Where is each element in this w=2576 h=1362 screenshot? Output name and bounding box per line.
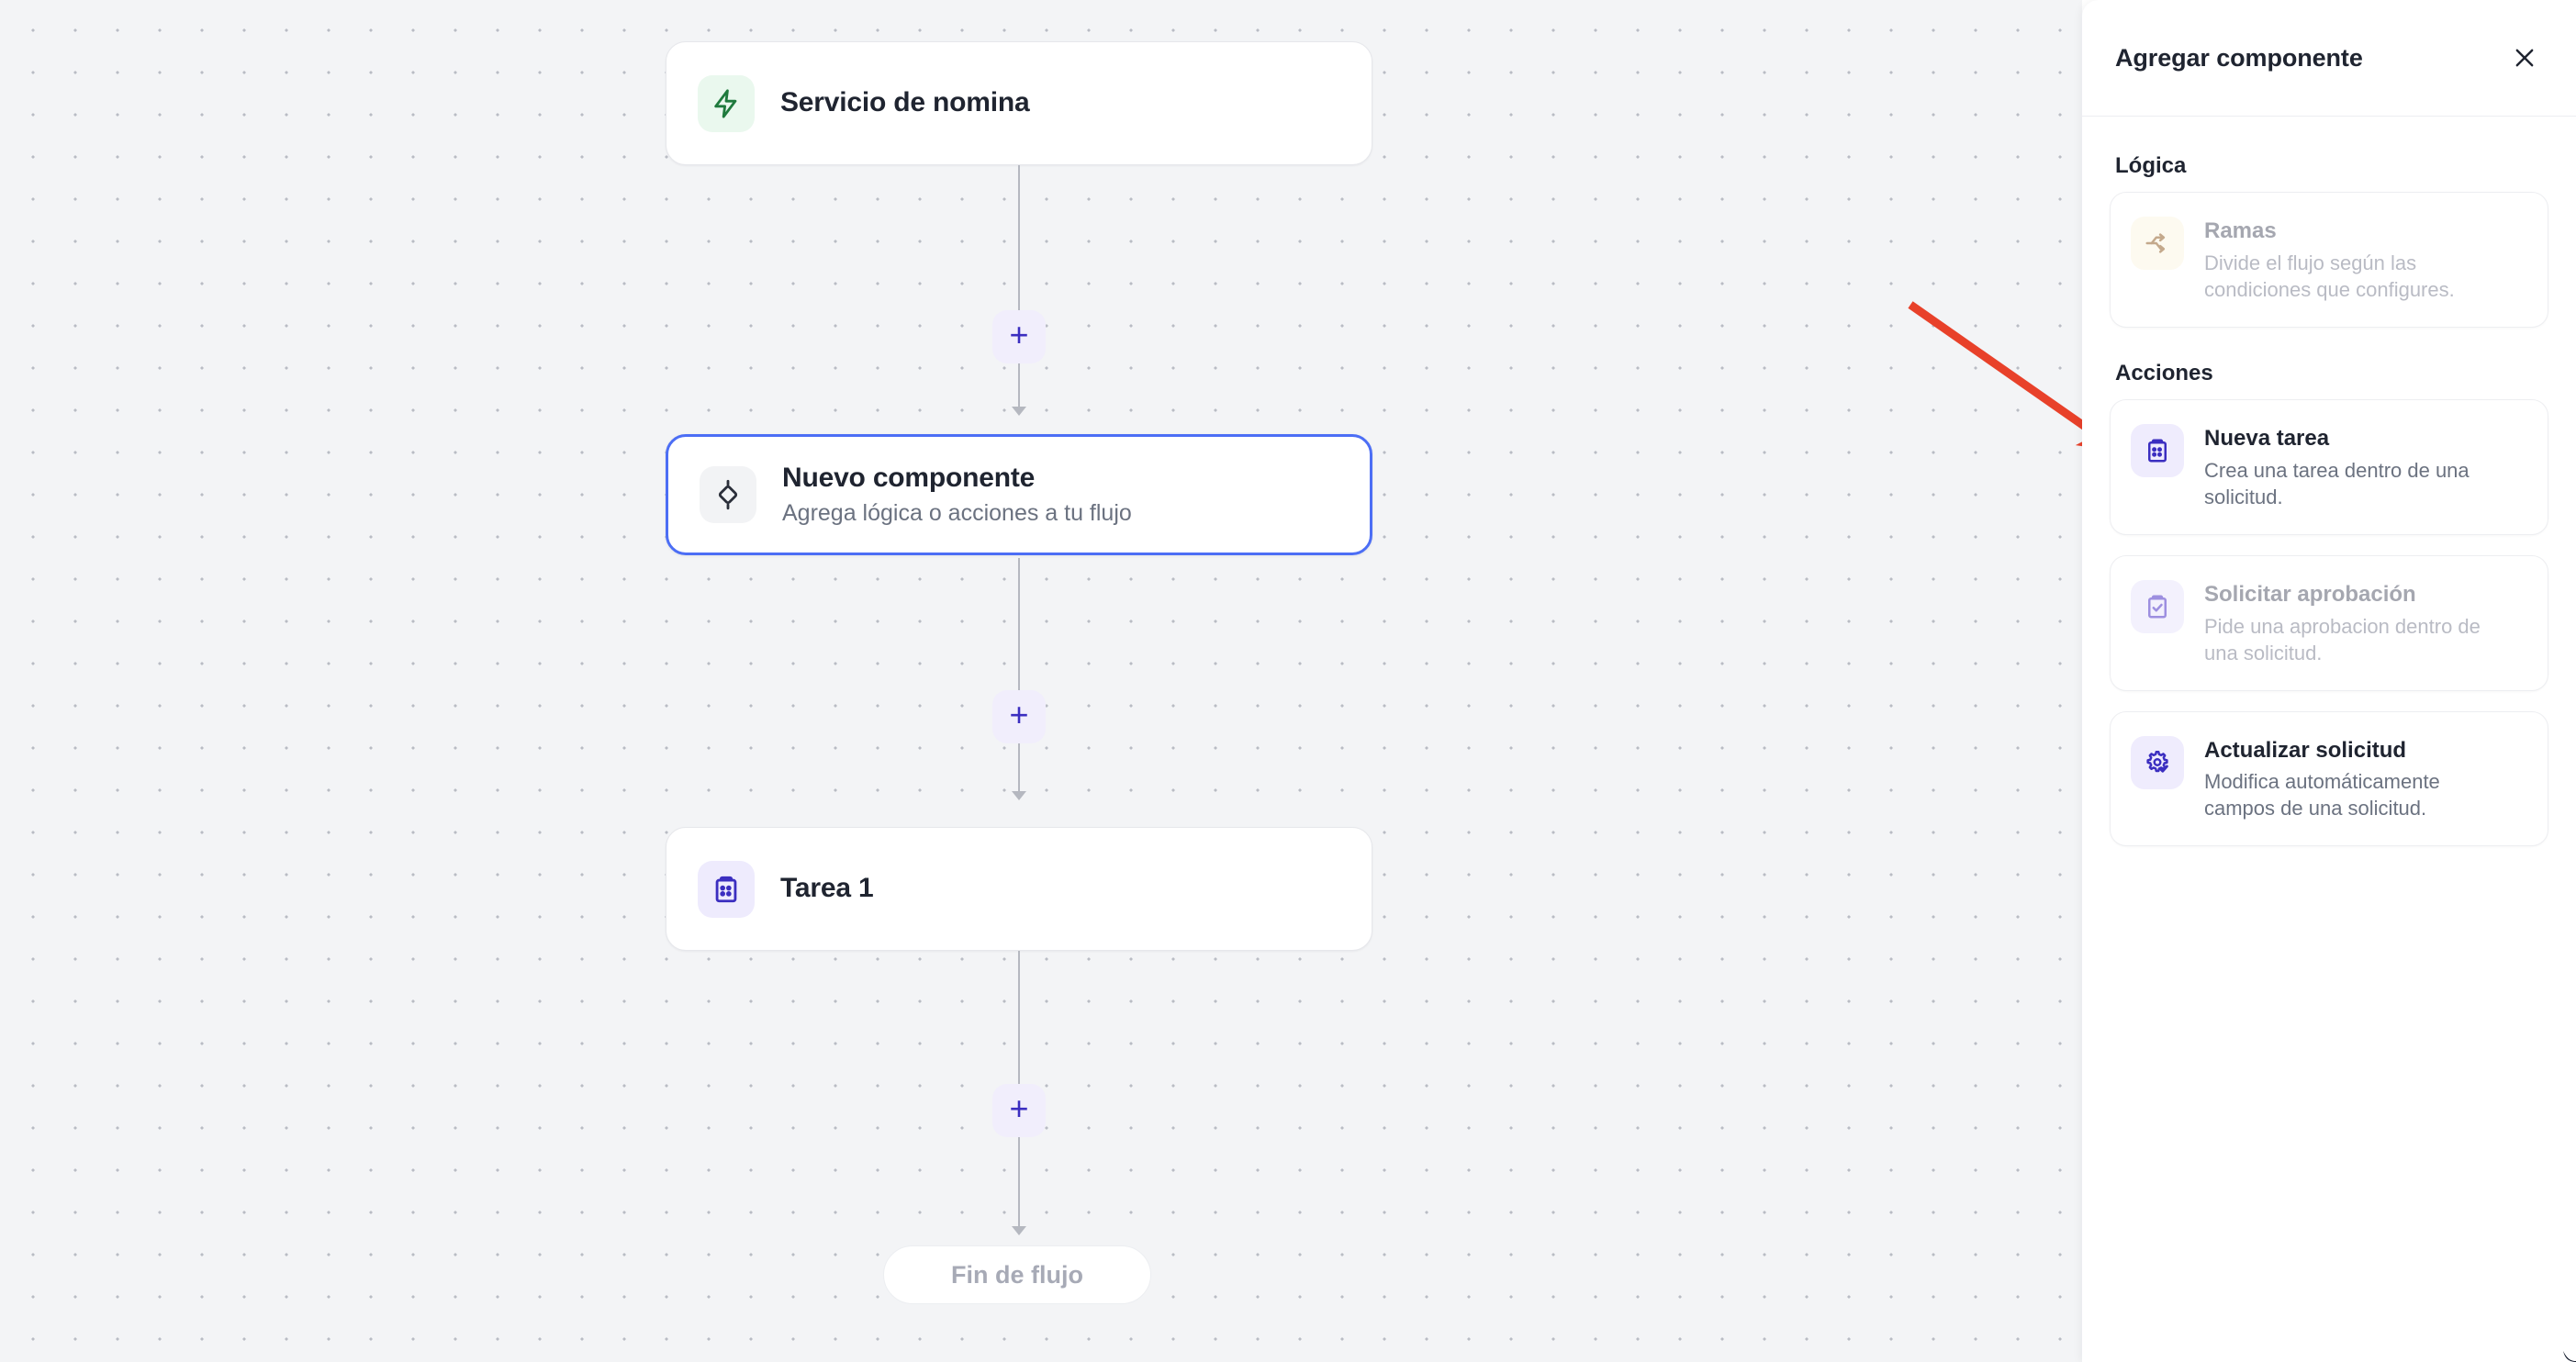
component-card-description: Modifica automáticamente campos de una s… [2204,770,2440,821]
flow-node-trigger[interactable]: Servicio de nomina [666,41,1372,165]
component-card-description: Divide el flujo según las condiciones qu… [2204,251,2455,301]
connector-arrowhead-icon [1012,407,1026,416]
flow-node-text: Nuevo componente Agrega lógica o accione… [782,463,1132,528]
add-component-panel: Agregar componente Lógica [2082,0,2576,1362]
flow-node-new-component[interactable]: Nuevo componente Agrega lógica o accione… [666,434,1372,555]
panel-title: Agregar componente [2115,43,2363,72]
flow-connector-line [1018,363,1020,414]
flow-connector-line [1018,951,1020,1107]
flow-connector-line [1018,743,1020,794]
lightning-bolt-icon [698,74,755,132]
component-card-title: Solicitar aprobación [2204,581,2416,607]
component-card-description: Crea una tarea dentro de una solicitud. [2204,458,2470,508]
flow-node-title: Nuevo componente [782,462,1036,493]
branch-split-icon [2131,217,2184,270]
flow-canvas[interactable]: Servicio de nomina + [0,0,2082,1362]
flow-node-task-1[interactable]: Tarea 1 [666,827,1372,951]
flow-end-node: Fin de flujo [883,1245,1151,1304]
connector-arrowhead-icon [1012,1226,1026,1235]
connector-arrowhead-icon [1012,791,1026,800]
flow-connector-line [1018,558,1020,713]
add-step-button-1[interactable]: + [992,310,1046,363]
close-icon[interactable] [2506,39,2543,76]
component-card-actualizar-solicitud[interactable]: Actualizar solicitud Modifica automática… [2110,710,2548,847]
flow-node-title: Servicio de nomina [780,87,1030,118]
component-card-text: Solicitar aprobación Pide una aprobacion… [2204,580,2507,666]
clipboard-list-icon [698,860,755,918]
panel-header: Agregar componente [2082,0,2576,117]
component-card-ramas[interactable]: Ramas Divide el flujo según las condicio… [2110,192,2548,328]
plus-icon: + [1009,316,1029,353]
panel-body: Lógica Ramas Divide el flujo según las c… [2082,117,2576,866]
plus-icon: + [1009,1089,1029,1127]
section-label-acciones: Acciones [2115,360,2213,385]
component-card-title: Nueva tarea [2204,425,2330,451]
flow-node-text: Tarea 1 [780,873,874,905]
plus-icon: + [1009,696,1029,733]
component-card-title: Ramas [2204,218,2277,243]
component-card-text: Ramas Divide el flujo según las condicio… [2204,217,2507,303]
clipboard-list-icon [2131,423,2184,477]
flow-connector-line [1018,165,1020,337]
flow-node-text: Servicio de nomina [780,87,1030,119]
gear-check-icon [2131,735,2184,789]
clipboard-check-icon [2131,579,2184,633]
flow-node-subtitle: Agrega lógica o acciones a tu flujo [782,500,1132,527]
component-card-solicitar-aprobacion[interactable]: Solicitar aprobación Pide una aprobacion… [2110,554,2548,691]
component-card-nueva-tarea[interactable]: Nueva tarea Crea una tarea dentro de una… [2110,398,2548,535]
flow-connector-line [1018,1137,1020,1231]
section-label-logica: Lógica [2115,153,2187,178]
flow-node-title: Tarea 1 [780,873,874,904]
add-step-button-3[interactable]: + [992,1084,1046,1137]
component-card-description: Pide una aprobacion dentro de una solici… [2204,614,2481,664]
flow-end-label: Fin de flujo [951,1260,1083,1289]
component-card-text: Nueva tarea Crea una tarea dentro de una… [2204,424,2507,510]
flow-diagram: Servicio de nomina + [666,41,1372,1304]
component-card-title: Actualizar solicitud [2204,737,2407,763]
diamond-node-icon [700,466,756,523]
add-step-button-2[interactable]: + [992,690,1046,743]
component-card-text: Actualizar solicitud Modifica automática… [2204,736,2507,822]
